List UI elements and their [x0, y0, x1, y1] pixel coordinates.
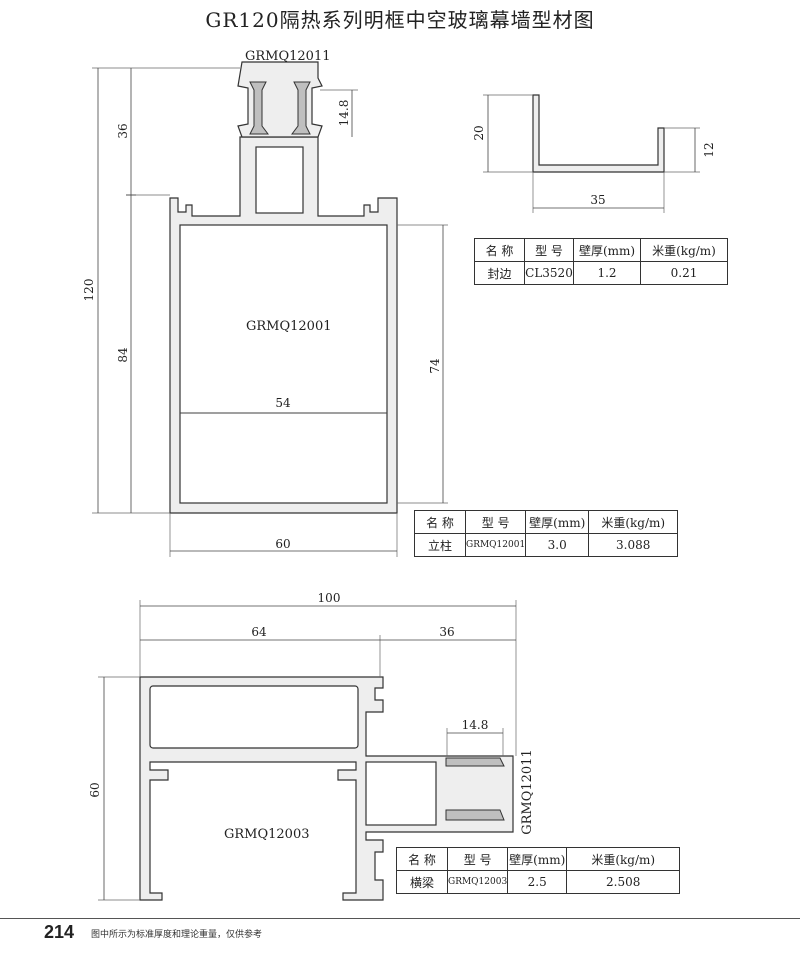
- table-header-row: 名 称 型 号 壁厚(mm) 米重(kg/m): [474, 238, 728, 262]
- cell-thickness: 3.0: [525, 533, 590, 557]
- header-name: 名 称: [396, 847, 448, 871]
- dim-transom-right: 36: [439, 625, 454, 639]
- cell-thickness: 2.5: [507, 870, 568, 894]
- mullion-spec-table: 名 称 型 号 壁厚(mm) 米重(kg/m) 立柱 GRMQ12001 3.0…: [414, 510, 679, 557]
- transom-profile: [139, 676, 514, 901]
- dim-upper: 36: [116, 123, 130, 138]
- dim-transom-total: 100: [318, 591, 341, 605]
- dim-width: 60: [275, 537, 290, 551]
- page-title: GR120隔热系列明框中空玻璃幕墙型材图: [205, 8, 595, 32]
- table-header-row: 名 称 型 号 壁厚(mm) 米重(kg/m): [396, 847, 681, 871]
- header-weight: 米重(kg/m): [566, 847, 681, 871]
- cell-name: 封边: [474, 261, 525, 285]
- cell-model: GRMQ12003: [446, 870, 509, 894]
- header-name: 名 称: [474, 238, 525, 262]
- page-number: 214: [44, 922, 75, 942]
- table-header-row: 名 称 型 号 壁厚(mm) 米重(kg/m): [414, 510, 679, 534]
- isolator-strip: [249, 81, 269, 135]
- transom-dimensions: [98, 600, 517, 901]
- header-name: 名 称: [414, 510, 466, 534]
- table-row: 横梁 GRMQ12003 2.5 2.508: [396, 870, 681, 894]
- isolator-strip: [291, 81, 311, 135]
- header-thickness: 壁厚(mm): [525, 510, 590, 534]
- dim-transom-isolator: 14.8: [462, 718, 489, 732]
- dim-transom-height: 60: [88, 782, 102, 797]
- isolator-code-label: GRMQ12011: [245, 49, 331, 64]
- cell-weight: 2.508: [566, 870, 681, 894]
- isolator-strip: [445, 809, 505, 821]
- transom-spec-table: 名 称 型 号 壁厚(mm) 米重(kg/m) 横梁 GRMQ12003 2.5…: [396, 847, 681, 894]
- dim-lower: 84: [116, 347, 130, 363]
- edge-cover-spec-table: 名 称 型 号 壁厚(mm) 米重(kg/m) 封边 CL3520 1.2 0.…: [474, 238, 728, 285]
- footer-divider: [0, 918, 800, 919]
- footer-note: 图中所示为标准厚度和理论重量，仅供参考: [91, 930, 263, 940]
- cell-thickness: 1.2: [573, 261, 641, 285]
- dim-inner: 74: [428, 358, 442, 374]
- mullion-profile: [169, 61, 398, 514]
- cell-weight: 3.088: [588, 533, 679, 557]
- edge-cover-profile: [483, 94, 700, 213]
- header-model: 型 号: [446, 847, 509, 871]
- dim-cover-lip: 12: [702, 142, 716, 157]
- header-model: 型 号: [464, 510, 527, 534]
- cell-model: CL3520: [524, 261, 574, 285]
- mullion-code-label: GRMQ12001: [246, 319, 332, 334]
- header-weight: 米重(kg/m): [588, 510, 679, 534]
- cell-name: 立柱: [414, 533, 466, 557]
- header-weight: 米重(kg/m): [640, 238, 728, 262]
- dim-isolator: 14.8: [337, 100, 351, 127]
- header-model: 型 号: [524, 238, 574, 262]
- transom-code-label: GRMQ12003: [224, 827, 310, 842]
- cell-model: GRMQ12001: [464, 533, 527, 557]
- cell-name: 横梁: [396, 870, 448, 894]
- header-thickness: 壁厚(mm): [507, 847, 568, 871]
- isolator-strip: [445, 757, 505, 767]
- dim-cover-width: 35: [590, 193, 605, 207]
- dim-total-height: 120: [82, 279, 96, 302]
- header-thickness: 壁厚(mm): [573, 238, 641, 262]
- dim-cover-height: 20: [472, 125, 486, 140]
- mullion-dimensions: [92, 67, 448, 557]
- cell-weight: 0.21: [640, 261, 728, 285]
- table-row: 立柱 GRMQ12001 3.0 3.088: [414, 533, 679, 557]
- transom-isolator-code-label: GRMQ12011: [520, 749, 535, 835]
- table-row: 封边 CL3520 1.2 0.21: [474, 261, 728, 285]
- dim-inner-width: 54: [275, 396, 291, 410]
- dim-transom-left: 64: [251, 625, 267, 639]
